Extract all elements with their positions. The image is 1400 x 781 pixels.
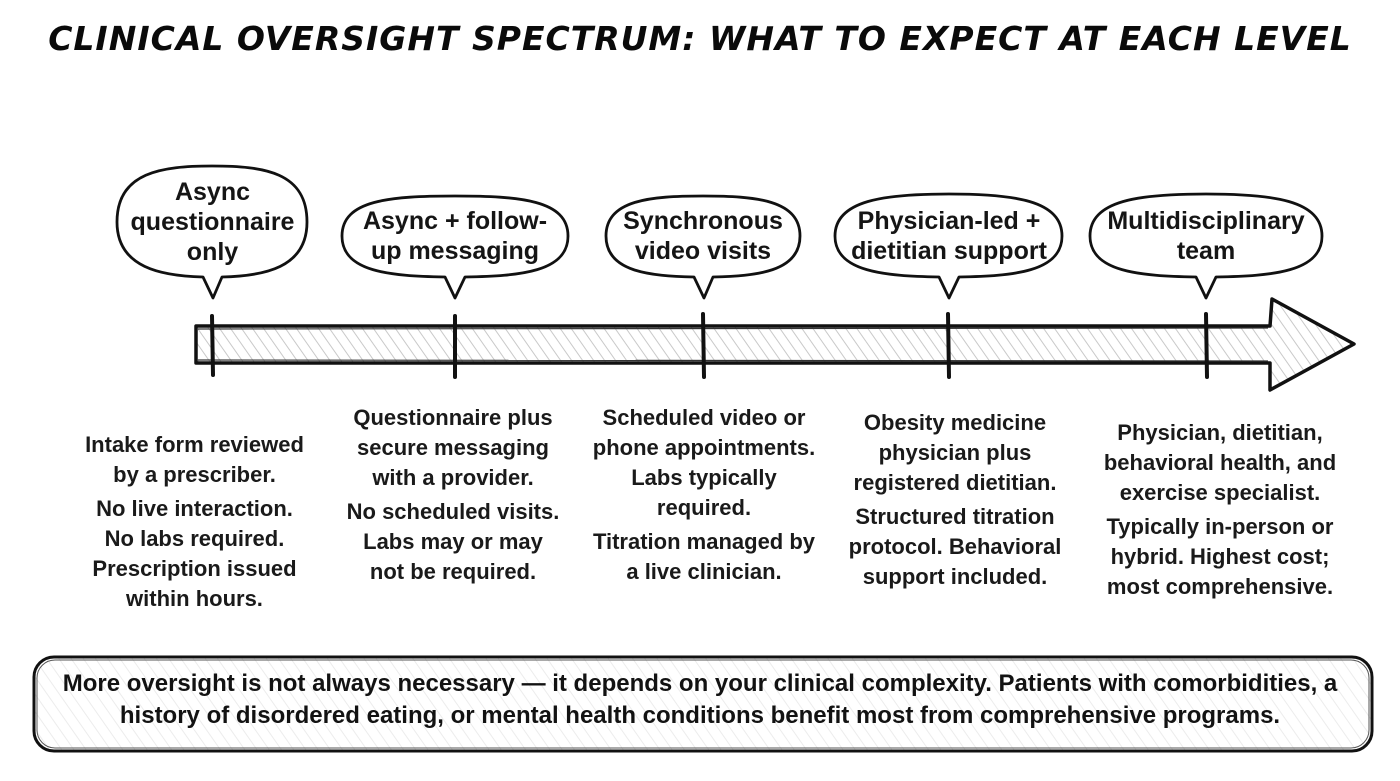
level-2-desc-line: No scheduled visits. <box>346 499 560 524</box>
bubble-1 <box>115 164 309 300</box>
level-1-desc-line: Intake form reviewed by a prescriber. <box>85 432 304 487</box>
level-3-description: Scheduled video or phone appointments. L… <box>591 403 817 587</box>
tick-5 <box>1204 312 1209 379</box>
bubble-2 <box>340 194 570 300</box>
timeline-arrow <box>194 297 1356 392</box>
bubble-5 <box>1088 192 1324 300</box>
level-2-description: Questionnaire plus secure messaging with… <box>343 403 563 587</box>
level-1-desc-line: Prescription issued within hours. <box>92 556 297 611</box>
level-4-desc-line: Obesity medicine physician plus register… <box>853 410 1057 495</box>
level-1-description: Intake form reviewed by a prescriber. No… <box>82 430 307 614</box>
tick-1 <box>210 314 215 377</box>
level-3-desc-line: Scheduled video or phone appointments. <box>592 405 816 460</box>
note-text: More oversight is not always necessary —… <box>62 670 1338 729</box>
level-2-desc-line: Labs may or may not be required. <box>363 529 543 584</box>
diagram-title: CLINICAL OVERSIGHT SPECTRUM: WHAT TO EXP… <box>48 19 1352 58</box>
level-4-label: Physician-led + dietitian support <box>851 207 1047 265</box>
level-1-label: Async questionnaire only <box>130 178 295 266</box>
tick-3 <box>701 312 706 379</box>
level-3-desc-line: Titration managed by a live clinician. <box>592 529 816 584</box>
tick-4 <box>946 312 951 379</box>
level-4-description: Obesity medicine physician plus register… <box>846 408 1064 592</box>
level-1-desc-line: No labs required. <box>104 526 285 551</box>
level-2-desc-line: Questionnaire plus secure messaging with… <box>353 405 553 490</box>
timeline-ticks <box>210 312 1209 379</box>
bubble-4 <box>833 192 1064 300</box>
level-3-label: Synchronous video visits <box>623 207 783 265</box>
level-5-desc-line: Typically in-person or hybrid. Highest c… <box>1106 514 1334 599</box>
level-5-desc-line: Physician, dietitian, behavioral health,… <box>1103 420 1337 505</box>
level-5-description: Physician, dietitian, behavioral health,… <box>1098 418 1342 602</box>
level-1-desc-line: No live interaction. <box>96 496 293 521</box>
level-3-desc-line: Labs typically required. <box>631 465 777 520</box>
level-2-label: Async + follow-up messaging <box>362 207 548 265</box>
note-box <box>32 655 1374 753</box>
level-4-desc-line: Structured titration protocol. Behaviora… <box>848 504 1062 589</box>
bubble-3 <box>604 194 802 300</box>
level-5-label: Multidisciplinary team <box>1107 207 1305 265</box>
